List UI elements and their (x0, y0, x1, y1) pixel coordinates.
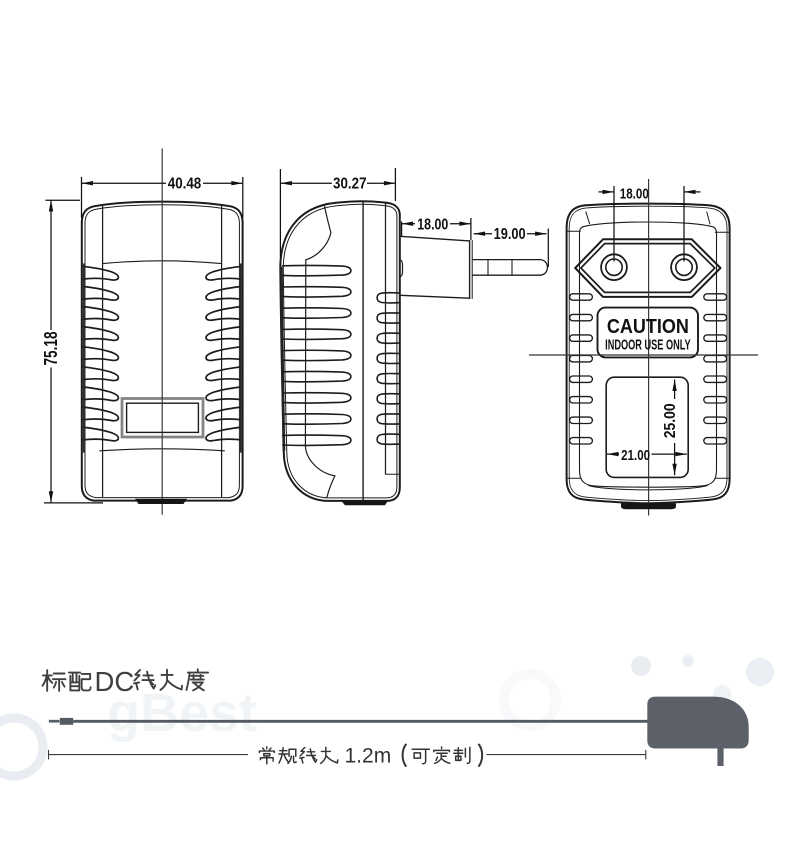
svg-text:gBest: gBest (107, 683, 257, 743)
svg-text:19.00: 19.00 (494, 226, 526, 243)
svg-text:1.2m: 1.2m (345, 744, 392, 767)
svg-text:INDOOR USE ONLY: INDOOR USE ONLY (605, 336, 691, 353)
svg-text:18.00: 18.00 (620, 186, 649, 202)
svg-text:40.48: 40.48 (168, 176, 202, 193)
svg-text:CAUTION: CAUTION (607, 315, 689, 338)
svg-text:21.00: 21.00 (621, 448, 650, 464)
svg-text:DC: DC (95, 666, 135, 697)
svg-text:75.18: 75.18 (40, 332, 61, 366)
svg-text:30.27: 30.27 (333, 176, 367, 193)
svg-text:18.00: 18.00 (417, 216, 448, 233)
svg-text:25.00: 25.00 (662, 403, 679, 438)
